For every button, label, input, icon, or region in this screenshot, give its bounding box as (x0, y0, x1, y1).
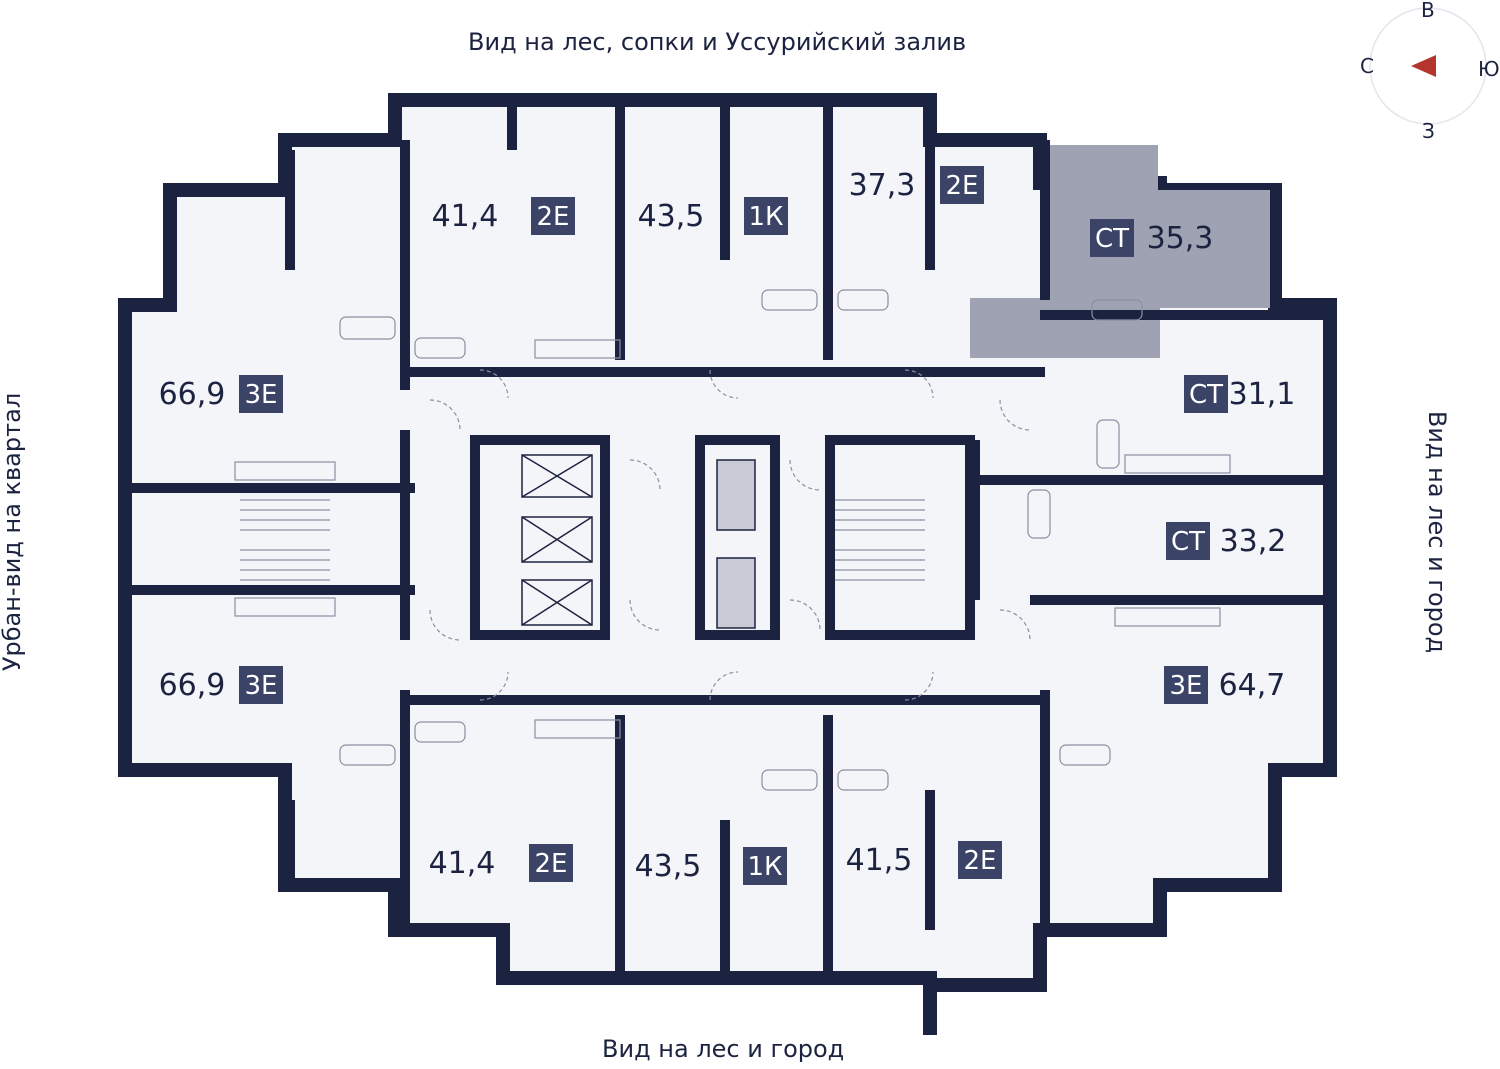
core (470, 435, 975, 640)
apartment-r-2[interactable]: СТ 33,2 (1166, 522, 1286, 560)
apartment-tl-2[interactable]: 1К 43,5 (638, 197, 788, 235)
view-label-right: Вид на лес и город (1423, 410, 1451, 654)
apartment-type-label: 2Е (537, 202, 570, 232)
view-label-left: Урбан-вид на квартал (0, 392, 26, 672)
stair-block-right (825, 435, 975, 640)
apartment-bl-1[interactable]: 2Е 41,4 (429, 844, 573, 882)
apartment-type-badge (531, 197, 575, 235)
view-label-bottom: Вид на лес и город (602, 1035, 845, 1063)
compass-west-label: С (1360, 54, 1374, 78)
apartment-type-label: 2Е (946, 171, 979, 201)
apartment-area-label: 43,5 (635, 849, 702, 884)
apartment-area-label: 41,5 (846, 843, 913, 878)
apartment-area-label: 41,4 (432, 199, 499, 234)
apartment-type-badge (940, 166, 984, 204)
stairs (240, 499, 925, 581)
view-label-top: Вид на лес, сопки и Уссурийский залив (468, 28, 967, 56)
apartment-l-1[interactable]: 3Е 66,9 (159, 375, 283, 413)
compass (1369, 7, 1487, 125)
apartment-bl-3[interactable]: 2Е 41,5 (846, 841, 1002, 879)
apartment-area-label: 37,3 (849, 168, 916, 203)
apartment-type-label: 2Е (535, 849, 568, 879)
compass-north-label: В (1421, 0, 1435, 22)
apartment-type-label: 2Е (964, 846, 997, 876)
apartment-type-label: 1К (747, 852, 782, 882)
doors (429, 369, 1031, 701)
apartment-type-badge (1090, 219, 1134, 257)
apartment-area-label: 64,7 (1219, 668, 1286, 703)
apartment-type-badge (744, 197, 788, 235)
interior-walls (125, 100, 1330, 978)
apartment-area-label: 41,4 (429, 846, 496, 881)
compass-arrow-icon (1411, 55, 1436, 77)
apartment-tr-1[interactable]: СТ 35,3 (1090, 219, 1213, 257)
apartment-tl-3[interactable]: 2Е 37,3 (849, 166, 984, 204)
apartment-type-label: СТ (1095, 224, 1129, 254)
apartment-tl-1[interactable]: 2Е 41,4 (432, 197, 575, 235)
apartment-type-badge (239, 666, 283, 704)
apartment-area-label: 33,2 (1220, 524, 1287, 559)
fixtures (234, 289, 1231, 791)
lift-block-right (695, 435, 780, 640)
apartment-type-label: 1К (748, 202, 783, 232)
apartment-area-label: 66,9 (159, 668, 226, 703)
apartment-area-label: 35,3 (1147, 221, 1214, 256)
apartment-type-label: СТ (1171, 527, 1205, 557)
apartment-r-3[interactable]: 3Е 64,7 (1164, 666, 1285, 704)
apartment-type-label: СТ (1189, 380, 1223, 410)
apartment-type-badge (743, 847, 787, 885)
apartment-area-label: 66,9 (159, 377, 226, 412)
apartment-type-badge (1166, 522, 1210, 560)
apartment-type-badge (1164, 666, 1208, 704)
apartment-type-badge (958, 841, 1002, 879)
apartment-type-badge (529, 844, 573, 882)
apartment-type-label: 3Е (1170, 671, 1203, 701)
compass-ring (1369, 7, 1487, 125)
compass-south-label: З (1422, 119, 1435, 143)
compass-east-label: Ю (1478, 57, 1500, 81)
apartment-area-label: 31,1 (1229, 377, 1296, 412)
apartment-type-badge (1184, 375, 1228, 413)
apartment-type-badge (239, 375, 283, 413)
lift-shafts (521, 454, 756, 629)
apartment-area-label: 43,5 (638, 199, 705, 234)
apartment-type-label: 3Е (245, 671, 278, 701)
lift-block-left (470, 435, 610, 640)
apartment-type-label: 3Е (245, 380, 278, 410)
apartment-bl-2[interactable]: 1К 43,5 (635, 847, 787, 885)
apartment-l-2[interactable]: 3Е 66,9 (159, 666, 283, 704)
